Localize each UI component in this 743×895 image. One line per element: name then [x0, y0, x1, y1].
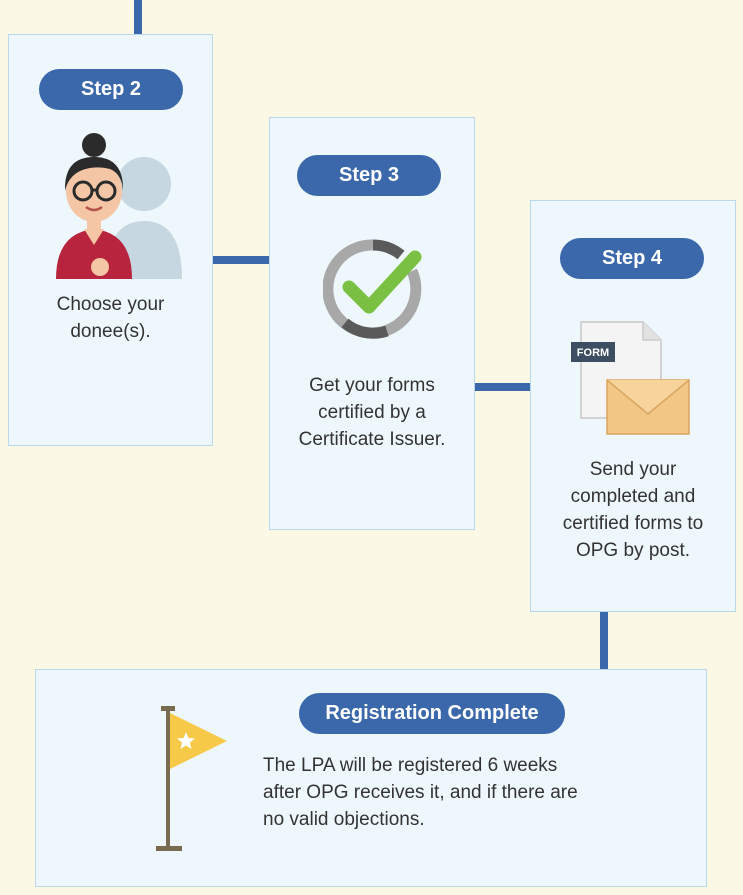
registration-complete-description: The LPA will be registered 6 weeks after… [263, 752, 663, 833]
connector-top [134, 0, 142, 34]
step-2-card: Step 2 Choose your donee(s). [8, 34, 213, 446]
connector-step4-final [600, 611, 608, 670]
form-envelope-icon: FORM [571, 321, 690, 435]
step-2-pill: Step 2 [39, 69, 183, 110]
registration-complete-card: Registration Complete The LPA will be re… [35, 669, 707, 887]
checkmark-icon [323, 239, 422, 339]
registration-complete-pill: Registration Complete [299, 693, 565, 734]
person-with-donee-icon [56, 133, 182, 279]
desc-line: Get your forms [309, 375, 435, 396]
desc-line: Choose your [56, 294, 165, 315]
desc-line: donee(s). [70, 321, 151, 342]
desc-line: Send your [589, 459, 677, 480]
desc-line: completed and [570, 486, 696, 507]
desc-line: after OPG receives it, and if there are [263, 782, 578, 803]
form-tag-label: FORM [577, 347, 609, 359]
step-3-pill: Step 3 [297, 155, 441, 196]
desc-line: OPG by post. [575, 540, 691, 561]
connector-step3-step4 [474, 383, 531, 391]
step-3-description: Get your forms certified by a Certificat… [270, 372, 474, 453]
step-4-pill: Step 4 [560, 238, 704, 279]
desc-line: certified forms to [562, 513, 704, 534]
desc-line: certified by a [318, 402, 426, 423]
step-4-card: Step 4 FORM Send your completed and cert… [530, 200, 736, 612]
connector-step2-step3 [212, 256, 270, 264]
step-3-card: Step 3 Get your forms certified by a Cer… [269, 117, 475, 530]
desc-line: Certificate Issuer. [298, 429, 446, 450]
desc-line: The LPA will be registered 6 weeks [263, 755, 558, 776]
step-4-description: Send your completed and certified forms … [531, 456, 735, 564]
flag-icon [156, 706, 227, 851]
step-2-description: Choose your donee(s). [9, 291, 212, 345]
desc-line: no valid objections. [263, 809, 425, 830]
